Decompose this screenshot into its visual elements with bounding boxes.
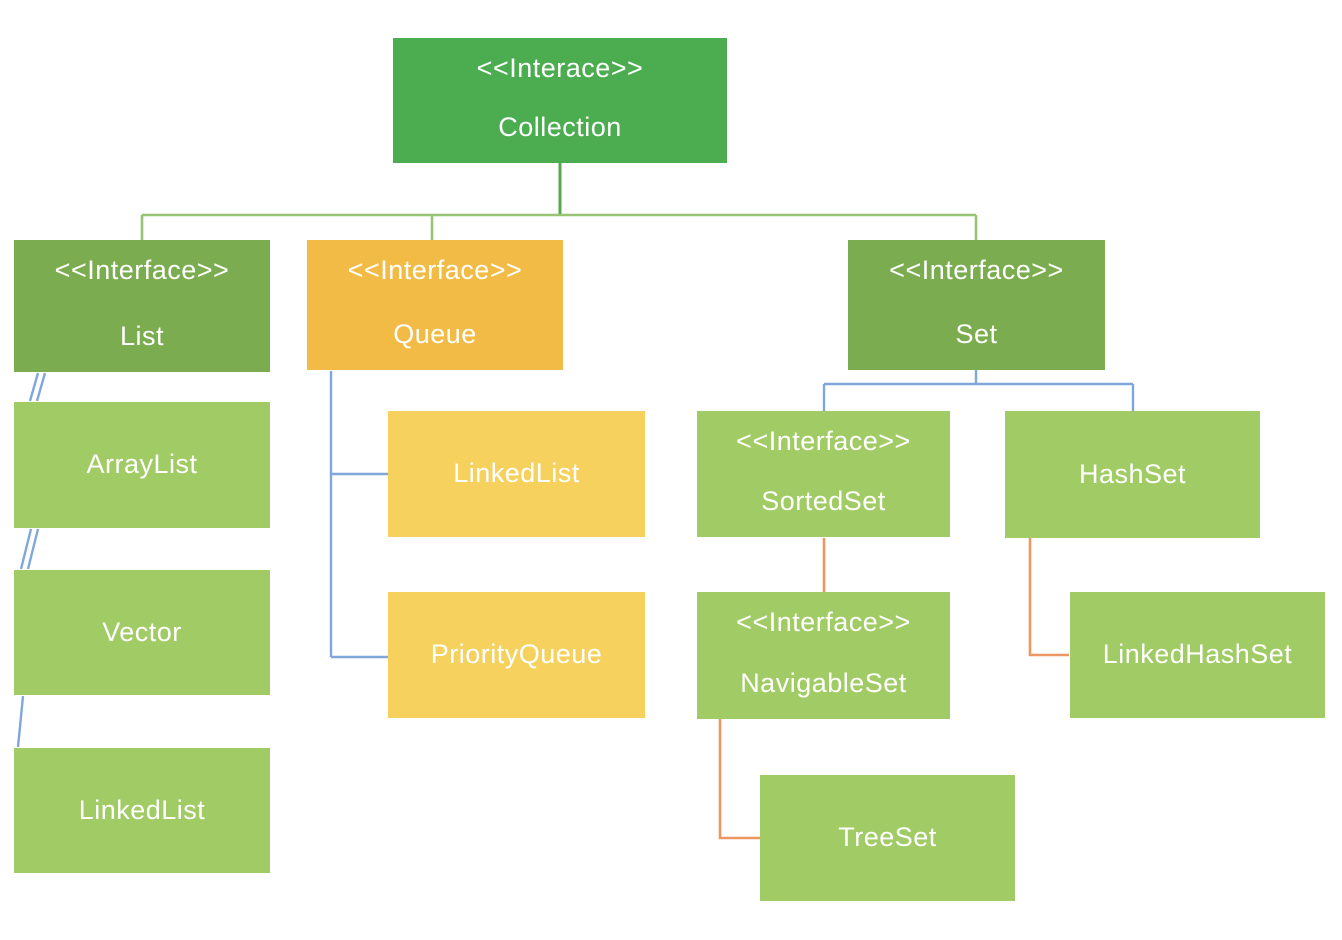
node-sortedset: <<Interface>> SortedSet <box>697 411 950 537</box>
edge-set-children <box>822 370 1135 411</box>
edge-queue-children <box>329 371 388 659</box>
class-name: HashSet <box>1078 458 1187 489</box>
class-name: Vector <box>102 616 182 647</box>
stereotype-label: <<Interface>> <box>889 255 1064 285</box>
edge-hashset-linkedhashset <box>1028 538 1069 657</box>
node-list: <<Interface>> List <box>14 240 270 372</box>
node-hashset: HashSet <box>1005 411 1260 538</box>
node-vector: Vector <box>14 570 270 695</box>
node-arraylist: ArrayList <box>14 402 270 528</box>
node-treeset: TreeSet <box>760 775 1015 901</box>
node-set: <<Interface>> Set <box>848 240 1105 370</box>
stereotype-label: <<Interace>> <box>476 53 644 83</box>
edge-collection-children <box>140 163 978 241</box>
class-name: LinkedList <box>453 458 580 489</box>
edge-vector-linkedlist <box>16 695 25 748</box>
node-priorityqueue: PriorityQueue <box>388 592 645 718</box>
node-collection: <<Interace>> Collection <box>393 38 727 163</box>
class-name: TreeSet <box>838 822 937 853</box>
edge-list-arraylist <box>28 372 47 402</box>
stereotype-label: <<Interface>> <box>347 255 523 285</box>
class-name: SortedSet <box>761 486 886 517</box>
edge-arraylist-vector <box>19 528 40 570</box>
class-name: Queue <box>393 319 477 350</box>
class-name: NavigableSet <box>740 668 907 699</box>
class-name: Set <box>955 319 998 350</box>
class-name: Collection <box>498 112 622 143</box>
stereotype-label: <<Interface>> <box>736 426 911 456</box>
class-name: LinkedList <box>78 794 206 825</box>
node-linkedlist-queue: LinkedList <box>388 411 645 537</box>
class-name: ArrayList <box>86 449 198 480</box>
class-name: LinkedHashSet <box>1102 639 1293 670</box>
class-name: List <box>119 321 165 352</box>
class-name: PriorityQueue <box>430 639 603 670</box>
node-linkedhashset: LinkedHashSet <box>1070 592 1325 718</box>
edge-navigableset-treeset <box>718 719 760 840</box>
node-navigableset: <<Interface>> NavigableSet <box>697 592 950 719</box>
node-linkedlist-list: LinkedList <box>14 748 270 873</box>
stereotype-label: <<Interface>> <box>54 255 230 285</box>
node-queue: <<Interface>> Queue <box>307 240 563 370</box>
stereotype-label: <<Interface>> <box>736 607 911 637</box>
